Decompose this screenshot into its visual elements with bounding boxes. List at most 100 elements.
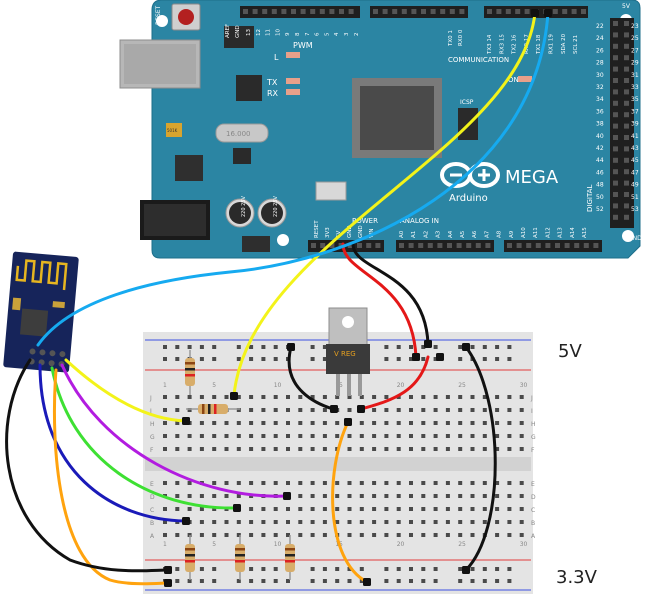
wire-black-esp [5, 358, 170, 573]
comm-pin-label: TX3 14 [487, 34, 493, 55]
polyfuse [166, 123, 182, 137]
wire-end [330, 405, 338, 413]
breadboard-hole [298, 520, 303, 524]
header-pin [624, 214, 629, 220]
breadboard-hole [495, 421, 500, 425]
digital-pin-label: 30 [596, 72, 604, 79]
breadboard-hole [249, 533, 254, 537]
breadboard-hole [372, 481, 377, 485]
header-pin [574, 243, 580, 248]
pwm-pin-label: 8 [295, 32, 301, 36]
breadboard-hole [495, 447, 500, 451]
breadboard-hole [396, 494, 401, 498]
breadboard-hole [519, 520, 524, 524]
breadboard-hole [519, 395, 524, 399]
digital-pin-label: 36 [596, 108, 604, 115]
breadboard-hole [273, 520, 278, 524]
breadboard-hole [409, 481, 413, 485]
analog-pin-label: A6 [472, 230, 478, 238]
digital-pin-label: 27 [631, 47, 639, 54]
breadboard-hole [409, 447, 413, 451]
breadboard-hole [322, 434, 327, 438]
rail-hole [470, 345, 475, 349]
header-pin [624, 32, 629, 38]
led-l [286, 52, 300, 58]
mount-hole [156, 15, 168, 27]
rail-hole [482, 579, 487, 583]
breadboard-hole [249, 434, 254, 438]
digital-pin-label: 43 [631, 145, 639, 152]
rail-hole [421, 567, 426, 571]
board-regulator [175, 155, 203, 181]
breadboard-hole [273, 421, 278, 425]
header-pin [475, 243, 481, 248]
breadboard-hole [163, 395, 167, 399]
wires [5, 11, 550, 586]
led-on [518, 76, 532, 82]
breadboard-hole [322, 494, 327, 498]
breadboard-hole [470, 421, 475, 425]
breadboard-hole [273, 408, 278, 412]
breadboard-hole [396, 408, 401, 412]
power-pin-label: GND [347, 225, 353, 238]
header-pin [449, 9, 455, 14]
wire-end [182, 517, 190, 525]
pwm-pin-label: 6 [315, 32, 321, 36]
header-pin [310, 9, 316, 14]
breadboard-hole [286, 408, 290, 412]
breadboard-hole [470, 520, 475, 524]
rail-hole [384, 345, 389, 349]
breadboard-hole [482, 395, 487, 399]
rail-hole [482, 345, 487, 349]
breadboard-hole [495, 481, 500, 485]
capacitor-label: 220 25V [241, 196, 247, 217]
wire-end [164, 579, 172, 587]
resistor [185, 350, 195, 395]
breadboard-hole [507, 481, 512, 485]
wire-end [531, 9, 539, 17]
header-pin [348, 9, 354, 14]
wire-blue-esp [38, 363, 188, 523]
digital-pin-label: 26 [596, 47, 604, 54]
breadboard-hole [507, 421, 512, 425]
header-pin [624, 43, 629, 49]
digital-pin-label: 45 [631, 157, 639, 164]
header-pin [613, 78, 618, 83]
wire-green-esp [50, 366, 239, 510]
wire-end [424, 340, 432, 348]
rail-hole [163, 357, 167, 361]
analog-pin-label: A9 [509, 230, 515, 238]
rail-hole [261, 345, 266, 349]
header-pin [373, 9, 378, 14]
rail-hole [409, 579, 413, 583]
pwm-pin-label: 12 [256, 29, 262, 36]
header-pin [311, 243, 316, 248]
breadboard-hole [433, 533, 438, 537]
digital-pin-label: 38 [596, 121, 604, 128]
header-pin [252, 9, 258, 14]
breadboard-hole [310, 533, 315, 537]
wire-purple-esp [60, 363, 289, 498]
breadboard-hole [445, 395, 450, 399]
breadboard-hole [249, 408, 254, 412]
rail-hole [187, 579, 192, 583]
header-pin [319, 9, 325, 14]
header-pin [440, 9, 446, 14]
breadboard-hole [310, 421, 315, 425]
header-pin [624, 123, 629, 129]
breadboard-hole [249, 507, 254, 511]
header-pin [613, 43, 618, 49]
breadboard-row-letter: J [149, 395, 152, 402]
breadboard-hole [482, 481, 487, 485]
breadboard-hole [286, 507, 290, 511]
breadboard-hole [372, 447, 377, 451]
header-pin [624, 169, 629, 175]
breadboard-hole [445, 533, 450, 537]
breadboard-hole [236, 494, 241, 498]
header-pin [487, 9, 492, 14]
breadboard-hole [482, 447, 487, 451]
rail-hole [212, 345, 217, 349]
header-pin [613, 66, 618, 72]
